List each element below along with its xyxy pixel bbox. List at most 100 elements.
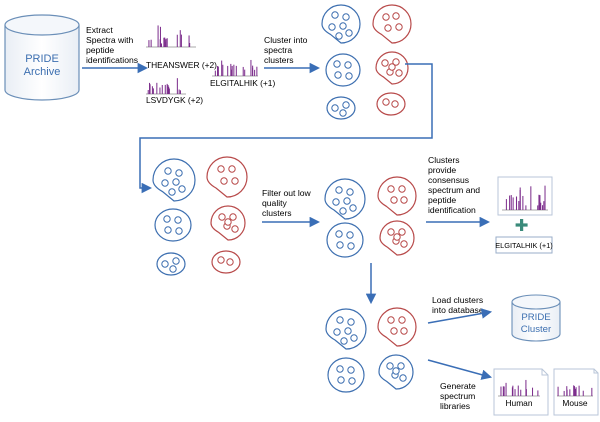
- cluster-r1-red-small: [376, 92, 406, 116]
- library-mouse-document: Mouse: [553, 368, 599, 416]
- consensus-line-2: provide: [428, 165, 456, 175]
- cluster-r3-blue-mid2-spectrum-dot: [397, 362, 405, 370]
- cluster-r2f-red-large-spectrum-dot: [387, 185, 395, 193]
- cluster-line-3: clusters: [264, 55, 294, 65]
- cluster-r3-red-large-outline: [377, 307, 417, 347]
- extract-line-1: Extract: [86, 25, 113, 35]
- generate-line-1: Generate: [440, 381, 476, 391]
- cluster-r3-blue-mid-spectrum-dot: [336, 365, 344, 373]
- cluster-r1-red-mid-spectrum-dot: [395, 69, 403, 77]
- cluster-r1-blue-small-spectrum-dot: [339, 109, 347, 117]
- cluster-r1-blue-small: [326, 96, 356, 120]
- cluster-r1-blue-large-spectrum-dot: [342, 13, 350, 21]
- cluster-r1-blue-mid-outline: [325, 53, 361, 87]
- cluster-r2-red-mid-spectrum-dot: [229, 213, 237, 221]
- consensus-line-3: consensus: [428, 175, 469, 185]
- cluster-r2-blue-mid-spectrum-dot: [163, 215, 171, 223]
- extract-line-4: identifications: [86, 55, 138, 65]
- consensus-peptide-box: ELGITALHIK (+1): [495, 236, 553, 254]
- cluster-r3-red-large: [377, 307, 417, 347]
- cluster-r2f-red-mid-spectrum-dot: [400, 240, 408, 248]
- peptide-label-3: ELGITALHIK (+1): [210, 78, 275, 88]
- cluster-r2f-blue-mid-spectrum-dot: [346, 231, 354, 239]
- cluster-r1-red-small-spectrum-dot: [382, 98, 390, 106]
- cluster-r2f-red-large: [377, 176, 417, 216]
- cluster-r1-red-small-outline: [376, 92, 406, 116]
- cluster-r1-red-large: [372, 4, 412, 44]
- library-human-peaks: [498, 379, 540, 397]
- cluster-r3-blue-mid-spectrum-dot: [347, 366, 355, 374]
- cluster-r1-red-mid: [375, 51, 409, 85]
- cluster-r3-blue-mid2-spectrum-dot: [386, 362, 394, 370]
- step-extract-text: Extract Spectra with peptide identificat…: [86, 25, 138, 65]
- cluster-r2f-blue-large-spectrum-dot: [335, 186, 343, 194]
- cluster-r3-blue-mid-spectrum-dot: [348, 377, 356, 385]
- cluster-r1-blue-mid-spectrum-dot: [333, 60, 341, 68]
- pride-cluster-database: PRIDE Cluster: [511, 294, 561, 342]
- cluster-r2f-red-large-spectrum-dot: [400, 196, 408, 204]
- cluster-r3-red-large-spectrum-dot: [390, 327, 398, 335]
- cluster-r2-red-large-spectrum-dot: [220, 177, 228, 185]
- cluster-r1-blue-large-spectrum-dot: [339, 22, 347, 30]
- cluster-r1-blue-mid-spectrum-dot: [334, 71, 342, 79]
- generate-line-2: spectrum: [440, 391, 475, 401]
- cluster-r2-blue-mid: [154, 208, 192, 242]
- cluster-r2-blue-mid-spectrum-dot: [174, 216, 182, 224]
- library-mouse-label: Mouse: [562, 398, 587, 408]
- peptide-label-2: LSVDYGK (+2): [146, 95, 203, 105]
- cluster-r1-blue-large-spectrum-dot: [328, 23, 336, 31]
- cluster-r2f-blue-large: [324, 178, 366, 220]
- cluster-r2f-blue-mid-outline: [326, 222, 364, 258]
- cluster-r2f-blue-mid: [326, 222, 364, 258]
- library-human-document: Human: [493, 368, 549, 416]
- peptide-label-1: THEANSWER (+2): [146, 60, 217, 70]
- cluster-r2f-blue-mid-spectrum-dot: [336, 241, 344, 249]
- cluster-r2f-blue-mid-spectrum-dot: [335, 230, 343, 238]
- cluster-r2-blue-small: [156, 252, 186, 276]
- cluster-r2-blue-large-spectrum-dot: [168, 188, 176, 196]
- cluster-r3-blue-mid2-spectrum-dot: [392, 367, 400, 375]
- cluster-r2-red-large: [206, 156, 248, 198]
- cluster-r2-red-mid: [210, 205, 246, 241]
- cluster-r2-blue-small-spectrum-dot: [161, 260, 169, 268]
- cluster-r1-red-small-spectrum-dot: [391, 100, 399, 108]
- cluster-r2f-blue-large-spectrum-dot: [346, 188, 354, 196]
- cluster-r2-red-small-spectrum-dot: [226, 258, 234, 266]
- cluster-r2f-blue-large-spectrum-dot: [349, 204, 357, 212]
- cluster-r1-blue-mid-spectrum-dot: [344, 61, 352, 69]
- cluster-r3-red-large-spectrum-dot: [387, 316, 395, 324]
- filter-line-3: clusters: [262, 208, 292, 218]
- cluster-r2-blue-large-spectrum-dot: [178, 185, 186, 193]
- pride-archive-label-1: PRIDE: [25, 53, 59, 65]
- cluster-r3-blue-large-spectrum-dot: [336, 316, 344, 324]
- consensus-line-1: Clusters: [428, 155, 460, 165]
- cluster-r2f-red-mid-spectrum-dot: [387, 228, 395, 236]
- cluster-r2f-red-mid: [379, 220, 415, 256]
- cluster-r2-red-large-spectrum-dot: [228, 165, 236, 173]
- step-filter-text: Filter out low quality clusters: [262, 188, 312, 218]
- cluster-r2-red-large-outline: [206, 156, 248, 198]
- cluster-r2-red-mid-spectrum-dot: [224, 218, 232, 226]
- cluster-r2f-blue-large-spectrum-dot: [332, 198, 340, 206]
- cluster-r3-blue-large: [325, 308, 367, 350]
- library-mouse-peaks: [557, 385, 593, 397]
- plus-icon: [515, 219, 528, 231]
- step-load-text: Load clusters into database: [432, 295, 484, 315]
- cluster-r2-blue-large-spectrum-dot: [172, 178, 180, 186]
- cluster-r2-red-large-spectrum-dot: [217, 165, 225, 173]
- cluster-r2-red-small-outline: [211, 250, 241, 274]
- cluster-r3-blue-large-spectrum-dot: [340, 337, 348, 345]
- cluster-r3-blue-mid-outline: [327, 357, 365, 393]
- pride-cluster-label-1: PRIDE: [521, 312, 550, 323]
- cluster-r1-red-large-outline: [372, 4, 412, 44]
- cluster-r3-blue-mid: [327, 357, 365, 393]
- cluster-r1-red-large-spectrum-dot: [384, 24, 392, 32]
- extract-line-2: Spectra with: [86, 35, 134, 45]
- cluster-r3-blue-mid2: [378, 354, 414, 390]
- step-cluster-text: Cluster into spectra clusters: [264, 35, 308, 65]
- cluster-r1-red-mid-spectrum-dot: [392, 58, 400, 66]
- cluster-r2-blue-large-spectrum-dot: [164, 167, 172, 175]
- cluster-r3-red-large-spectrum-dot: [398, 316, 406, 324]
- cluster-r1-blue-large-spectrum-dot: [335, 32, 343, 40]
- arrow-load: [427, 308, 493, 324]
